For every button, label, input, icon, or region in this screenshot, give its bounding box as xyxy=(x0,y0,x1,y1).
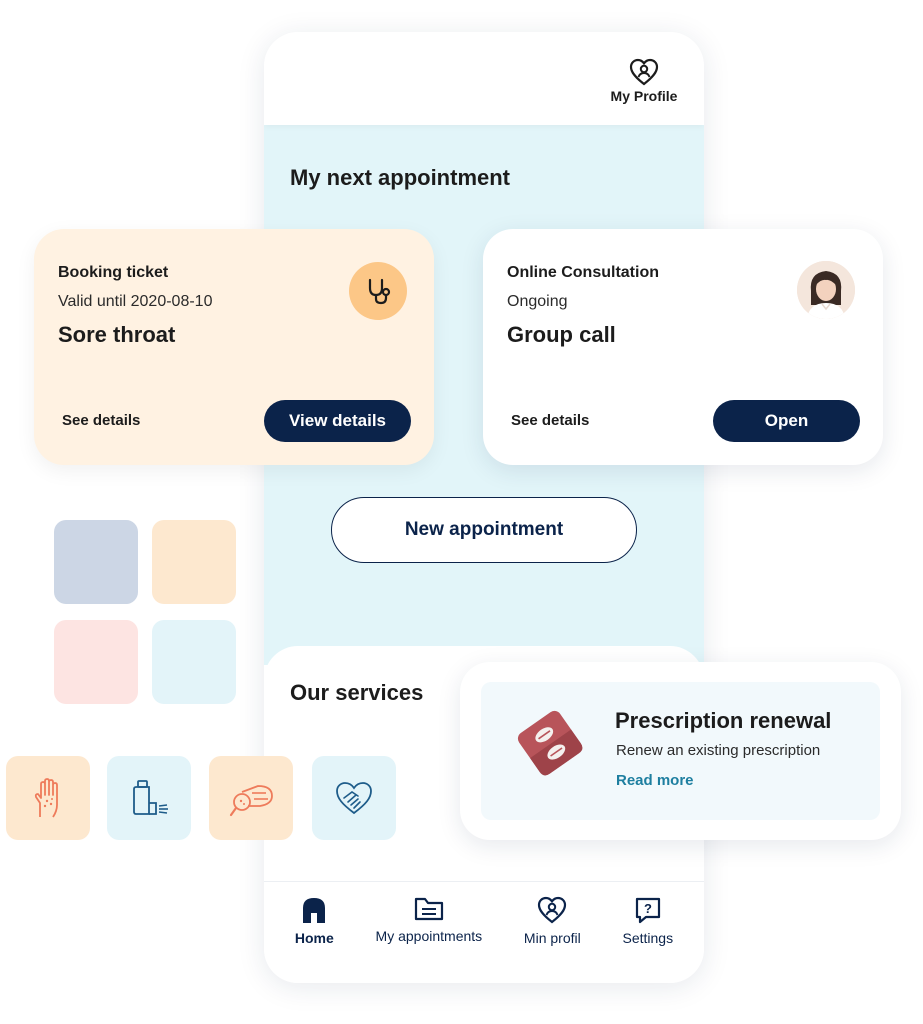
skin-hand-icon xyxy=(34,778,58,818)
my-profile-label: My Profile xyxy=(610,88,678,104)
nav-settings-label: Settings xyxy=(622,930,674,946)
background-curve xyxy=(264,537,704,665)
nav-min-profil-label: Min profil xyxy=(523,930,581,946)
consultation-see-details-link[interactable]: See details xyxy=(511,412,590,429)
booking-kicker: Booking ticket xyxy=(58,264,169,281)
heart-profile-icon xyxy=(538,896,567,924)
color-swatch-pink xyxy=(54,620,138,704)
nav-settings[interactable]: ? Settings xyxy=(622,882,673,983)
consultation-kicker: Online Consultation xyxy=(507,264,659,281)
bottom-navigation: Home My appointments Min profil ? Setti xyxy=(264,881,704,983)
prescription-title: Prescription renewal xyxy=(615,708,832,733)
doctor-avatar-image xyxy=(797,261,855,319)
booking-title: Sore throat xyxy=(58,322,176,347)
booking-ticket-card: Booking ticket Valid until 2020-08-10 So… xyxy=(34,229,434,465)
pill-pack-icon xyxy=(517,710,583,776)
service-skin-tile[interactable] xyxy=(6,756,90,840)
doctor-avatar xyxy=(797,261,855,319)
prescription-read-more-link[interactable]: Read more xyxy=(616,772,694,789)
prescription-subtitle: Renew an existing prescription xyxy=(616,742,821,759)
service-care-tile[interactable] xyxy=(312,756,396,840)
magnifier-hand-icon xyxy=(229,785,273,817)
online-consultation-card: Online Consultation Ongoing Group call S… xyxy=(483,229,883,465)
nav-home[interactable]: Home xyxy=(295,882,334,983)
nav-my-appointments[interactable]: My appointments xyxy=(375,882,483,983)
color-swatch-aqua xyxy=(152,620,236,704)
inhaler-icon xyxy=(133,780,168,815)
nav-min-profil[interactable]: Min profil xyxy=(524,882,581,983)
consultation-status: Ongoing xyxy=(507,293,568,310)
consultation-title: Group call xyxy=(507,322,616,347)
new-appointment-button[interactable]: New appointment xyxy=(331,497,637,563)
folder-icon xyxy=(414,897,443,921)
svg-text:?: ? xyxy=(644,901,652,916)
services-title: Our services xyxy=(290,680,424,705)
nav-my-appointments-label: My appointments xyxy=(375,928,483,944)
prescription-renewal-card[interactable]: Prescription renewal Renew an existing p… xyxy=(460,662,901,840)
open-button[interactable]: Open xyxy=(713,400,860,442)
prescription-renewal-panel: Prescription renewal Renew an existing p… xyxy=(481,682,880,820)
stethoscope-badge xyxy=(349,262,407,320)
stethoscope-icon xyxy=(368,278,391,305)
booking-see-details-link[interactable]: See details xyxy=(62,412,141,429)
help-icon: ? xyxy=(635,897,660,924)
my-profile-link[interactable]: My Profile xyxy=(608,58,680,104)
home-icon xyxy=(303,898,326,923)
color-swatch-blue xyxy=(54,520,138,604)
service-examination-tile[interactable] xyxy=(209,756,293,840)
booking-valid-until: Valid until 2020-08-10 xyxy=(58,293,213,310)
color-swatch-peach xyxy=(152,520,236,604)
next-appointment-title: My next appointment xyxy=(290,165,511,190)
app-header: My Profile xyxy=(264,32,704,125)
heart-profile-icon xyxy=(629,58,659,86)
service-asthma-tile[interactable] xyxy=(107,756,191,840)
view-details-button[interactable]: View details xyxy=(264,400,411,442)
nav-home-label: Home xyxy=(294,930,334,946)
heart-hands-icon xyxy=(336,782,372,815)
